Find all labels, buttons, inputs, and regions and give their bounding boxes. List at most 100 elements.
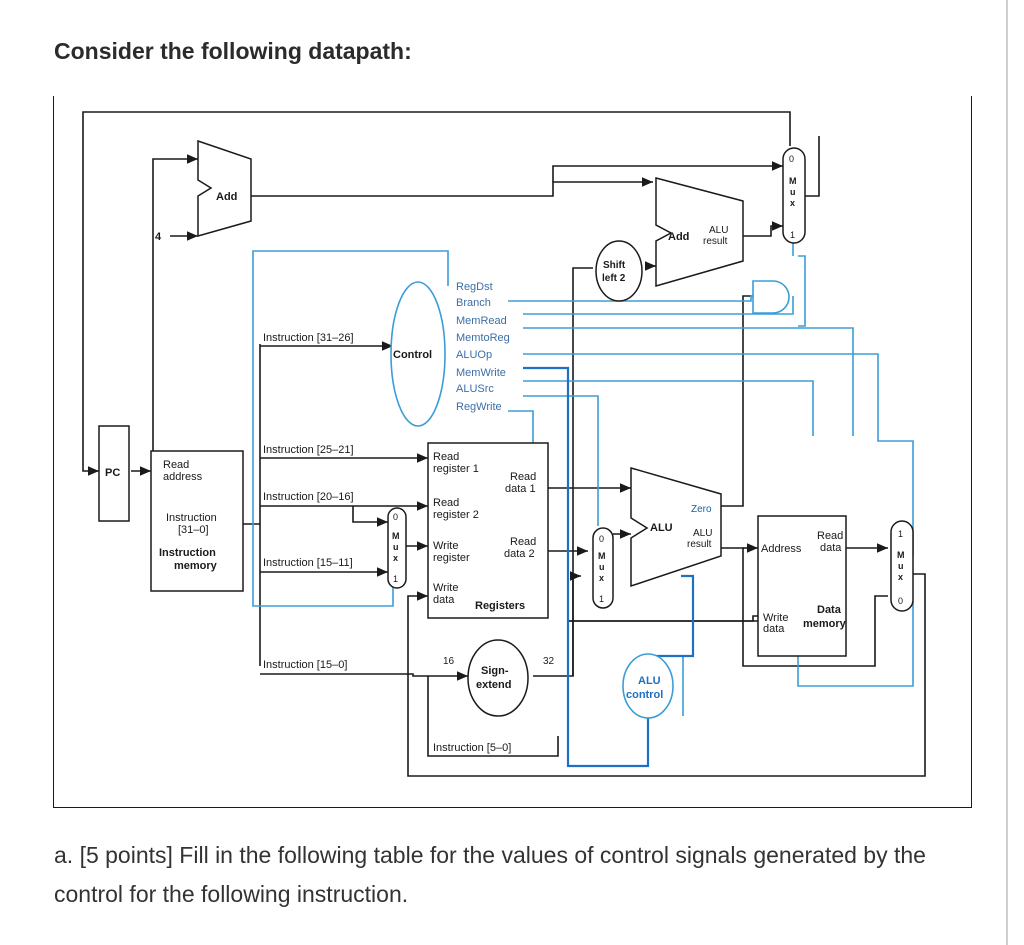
- control-wires: [252, 226, 914, 716]
- reg-read-data1-a: Read: [510, 471, 536, 483]
- signal-aluop: ALUOp: [456, 349, 492, 361]
- pc-register: [98, 425, 130, 522]
- pc-mux-x: x: [790, 198, 795, 208]
- field-31-26: Instruction [31–26]: [263, 332, 354, 344]
- branch-adder: [655, 177, 744, 287]
- reg-read-data1-b: data 1: [505, 483, 536, 495]
- alu-control-unit: [622, 653, 674, 719]
- pc-mux-u: u: [790, 187, 796, 197]
- regdst-mux-u: u: [393, 542, 399, 552]
- reg-read-reg2-b: register 2: [433, 509, 479, 521]
- sign-extend-out-bits: 32: [543, 656, 555, 667]
- regdst-mux-x: x: [393, 553, 398, 563]
- control-label: Control: [393, 349, 432, 361]
- shift-label-1: Shift: [603, 260, 626, 271]
- imem-title-2: memory: [174, 560, 218, 572]
- alusrc-mux-m: M: [598, 551, 606, 561]
- imem-bits-label: [31–0]: [178, 524, 209, 536]
- reg-read-data2-b: data 2: [504, 548, 535, 560]
- reg-read-reg2-a: Read: [433, 497, 459, 509]
- instruction-field-labels: Instruction [31–26] Instruction [25–21] …: [263, 332, 511, 754]
- imem-instruction-label: Instruction: [166, 512, 217, 524]
- alu-label: ALU: [650, 522, 673, 534]
- reg-write-data-a: Write: [433, 582, 458, 594]
- alusrc-mux: [592, 527, 614, 609]
- branch-result-label: result: [703, 236, 728, 247]
- imem-read-label: Read: [163, 459, 189, 471]
- sign-extend-label-1: Sign-: [481, 665, 509, 677]
- shift-label-2: left 2: [602, 273, 626, 284]
- regdst-mux: [387, 507, 407, 589]
- sign-extend-label-2: extend: [476, 679, 511, 691]
- reg-read-reg1-b: register 1: [433, 463, 479, 475]
- instruction-memory: [150, 450, 244, 592]
- field-20-16: Instruction [20–16]: [263, 491, 354, 503]
- dmem-data-label: data: [820, 542, 842, 554]
- signal-regwrite: RegWrite: [456, 401, 502, 413]
- memtoreg-mux-u: u: [898, 561, 904, 571]
- signal-memwrite: MemWrite: [456, 367, 506, 379]
- pc-adder-label: Add: [216, 191, 237, 203]
- pc-mux-one: 1: [790, 230, 795, 240]
- datapath-svg: PC Add 4 Add ALU result Shift left 2 0 M…: [52, 96, 973, 809]
- pc-label: PC: [105, 467, 120, 479]
- field-15-11: Instruction [15–11]: [263, 557, 353, 569]
- regdst-mux-m: M: [392, 531, 400, 541]
- alusrc-mux-zero: 0: [599, 534, 604, 544]
- field-15-0: Instruction [15–0]: [263, 659, 347, 671]
- control-signal-labels: RegDst Branch MemRead MemtoReg ALUOp Mem…: [456, 281, 510, 413]
- alusrc-mux-one: 1: [599, 594, 604, 604]
- branch-and-gate: [752, 280, 790, 314]
- memtoreg-mux-zero: 0: [898, 596, 903, 606]
- signal-memtoreg: MemtoReg: [456, 332, 510, 344]
- field-25-21: Instruction [25–21]: [263, 444, 354, 456]
- dmem-write-data-label: data: [763, 623, 785, 635]
- alu-control-label-1: ALU: [638, 675, 661, 687]
- branch-alu-label: ALU: [709, 225, 728, 236]
- page-heading: Consider the following datapath:: [54, 38, 412, 64]
- data-memory: [757, 515, 847, 657]
- register-file: [427, 442, 549, 619]
- control-unit: [390, 281, 446, 427]
- reg-read-data2-a: Read: [510, 536, 536, 548]
- sign-extend-in-bits: 16: [443, 656, 455, 667]
- reg-write-data-b: data: [433, 594, 455, 606]
- datapath-diagram: PC Add 4 Add ALU result Shift left 2 0 M…: [52, 96, 973, 809]
- alusrc-mux-u: u: [599, 562, 605, 572]
- imem-address-label: address: [163, 471, 203, 483]
- pc-mux-zero: 0: [789, 154, 794, 164]
- registers-title: Registers: [475, 600, 525, 612]
- memtoreg-mux-m: M: [897, 550, 905, 560]
- signal-alusrc: ALUSrc: [456, 383, 494, 395]
- dmem-write-label: Write: [763, 612, 788, 624]
- pc-mux-m: M: [789, 176, 797, 186]
- alu-zero-label: Zero: [691, 504, 712, 515]
- pc-source-mux: [782, 147, 806, 244]
- alu-result-label-1: ALU: [693, 528, 712, 539]
- alusrc-mux-x: x: [599, 573, 604, 583]
- reg-write-reg-b: register: [433, 552, 470, 564]
- regdst-mux-zero: 0: [393, 512, 398, 522]
- signal-memread: MemRead: [456, 315, 507, 327]
- signal-regdst: RegDst: [456, 281, 493, 293]
- memtoreg-mux: [890, 520, 914, 612]
- reg-write-reg-a: Write: [433, 540, 458, 552]
- memtoreg-mux-x: x: [898, 572, 903, 582]
- signal-branch: Branch: [456, 297, 491, 309]
- data-memory-labels: Address Read data Write data Data memory: [761, 530, 847, 635]
- alu-result-label-2: result: [687, 539, 712, 550]
- branch-adder-label: Add: [668, 231, 689, 243]
- sign-extend: [467, 639, 529, 717]
- question-text: a. [5 points] Fill in the following tabl…: [54, 842, 926, 907]
- dmem-read-label: Read: [817, 530, 843, 542]
- dmem-title-2: memory: [803, 618, 847, 630]
- alu-control-wire: [523, 366, 695, 768]
- alu-control-label-2: control: [626, 689, 663, 701]
- pc-adder: [197, 139, 252, 237]
- field-5-0: Instruction [5–0]: [433, 742, 511, 754]
- dmem-title-1: Data: [817, 604, 842, 616]
- imem-title-1: Instruction: [159, 547, 216, 559]
- main-alu: [630, 467, 722, 588]
- register-file-labels: Read register 1 Read data 1 Read registe…: [433, 451, 536, 612]
- page-border: [1006, 0, 1008, 945]
